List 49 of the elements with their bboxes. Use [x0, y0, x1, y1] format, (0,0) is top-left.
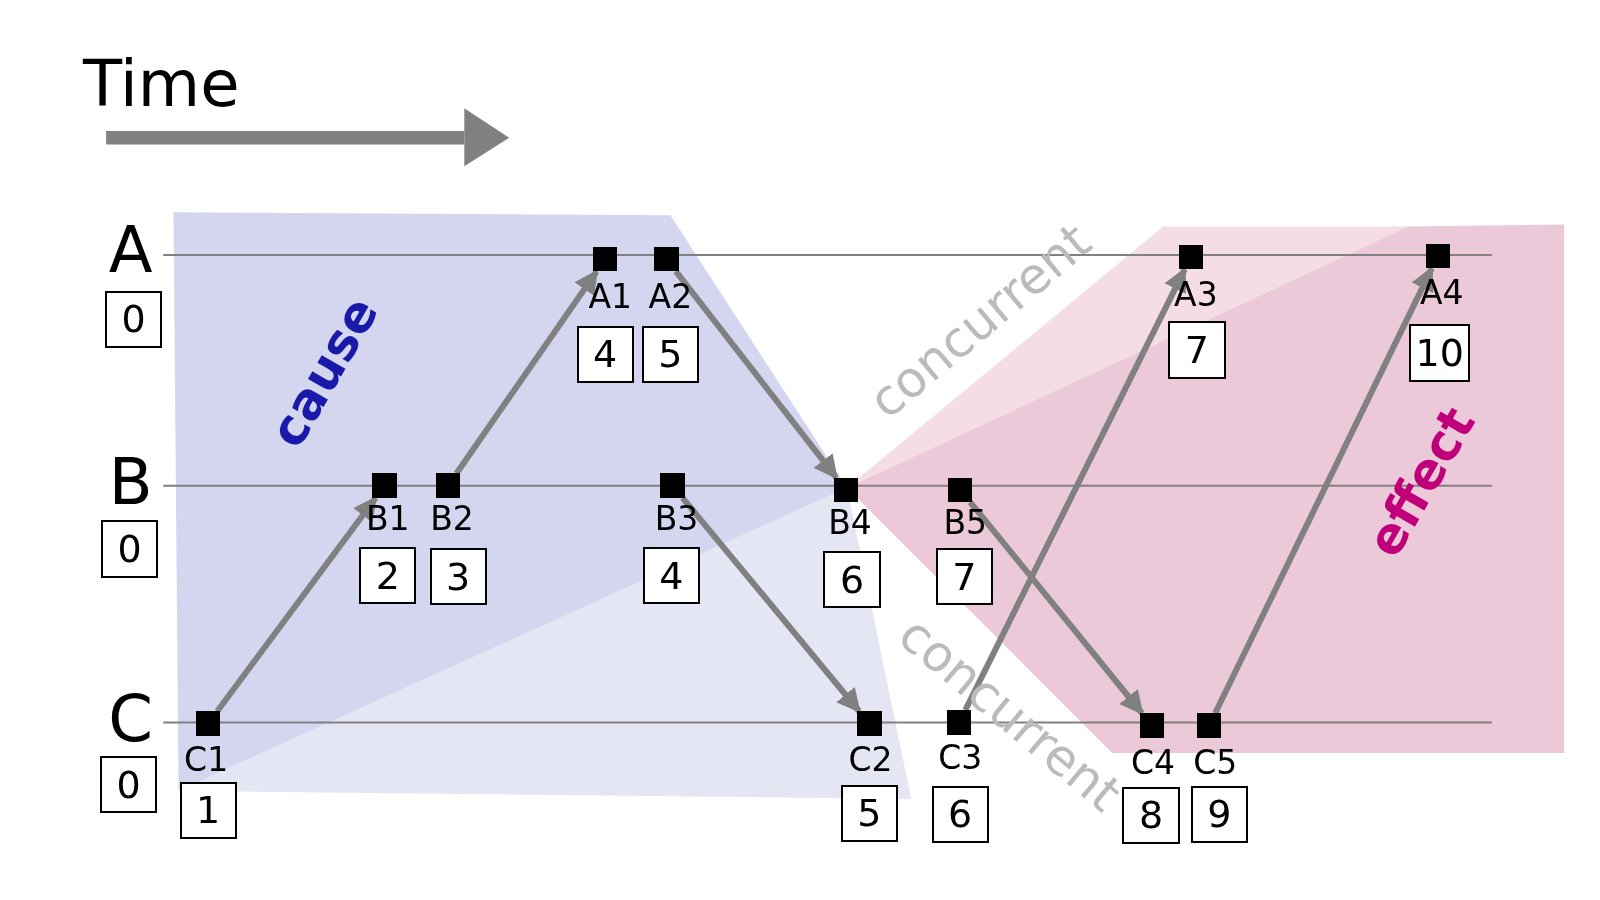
event-label: A1 [588, 276, 632, 316]
axis-title: Time [82, 51, 240, 116]
counter-box: 3 [429, 547, 487, 606]
message-arrow [967, 500, 1145, 716]
message-arrow [962, 267, 1188, 712]
counter-box: 5 [840, 784, 898, 842]
message-arrow [214, 496, 378, 713]
counter-box: 0 [105, 290, 163, 348]
message-arrow [680, 496, 862, 714]
event-label: B1 [365, 499, 410, 539]
message-arrow [454, 269, 600, 476]
event-label: A3 [1174, 274, 1218, 314]
event-label: B3 [654, 499, 699, 539]
event-label: C5 [1193, 743, 1238, 783]
process-label: B [108, 449, 153, 514]
counter-box: 10 [1409, 324, 1471, 382]
event-marker [1139, 713, 1165, 738]
event-marker [435, 473, 461, 498]
counter-box: 7 [1168, 321, 1226, 379]
counter-box: 2 [359, 546, 417, 605]
event-label: A2 [648, 276, 693, 316]
counter-box: 0 [101, 520, 159, 578]
event-label: B4 [828, 503, 872, 543]
event-label: B2 [430, 499, 474, 539]
counter-box: 4 [576, 325, 634, 383]
counter-box: 9 [1190, 785, 1248, 843]
counter-box: 6 [823, 551, 881, 609]
message-arrow [1212, 266, 1435, 715]
event-marker [372, 473, 397, 498]
event-label: C1 [184, 740, 229, 780]
event-marker [654, 246, 679, 272]
message-arrow [673, 269, 839, 480]
event-marker [1196, 713, 1222, 738]
process-label: C [108, 687, 153, 752]
counter-box: 7 [935, 547, 993, 606]
event-label: C4 [1131, 743, 1176, 783]
event-label: C2 [848, 740, 893, 780]
counter-box: 4 [642, 546, 700, 605]
event-marker [857, 711, 882, 736]
event-marker [195, 711, 221, 736]
event-marker [660, 473, 685, 498]
counter-box: 1 [179, 781, 237, 839]
event-label: A4 [1420, 272, 1464, 312]
process-label: A [108, 218, 153, 282]
counter-box: 8 [1122, 786, 1180, 844]
counter-box: 0 [100, 756, 158, 814]
event-label: B5 [943, 503, 988, 543]
event-marker [946, 710, 972, 735]
counter-box: 5 [641, 325, 699, 383]
